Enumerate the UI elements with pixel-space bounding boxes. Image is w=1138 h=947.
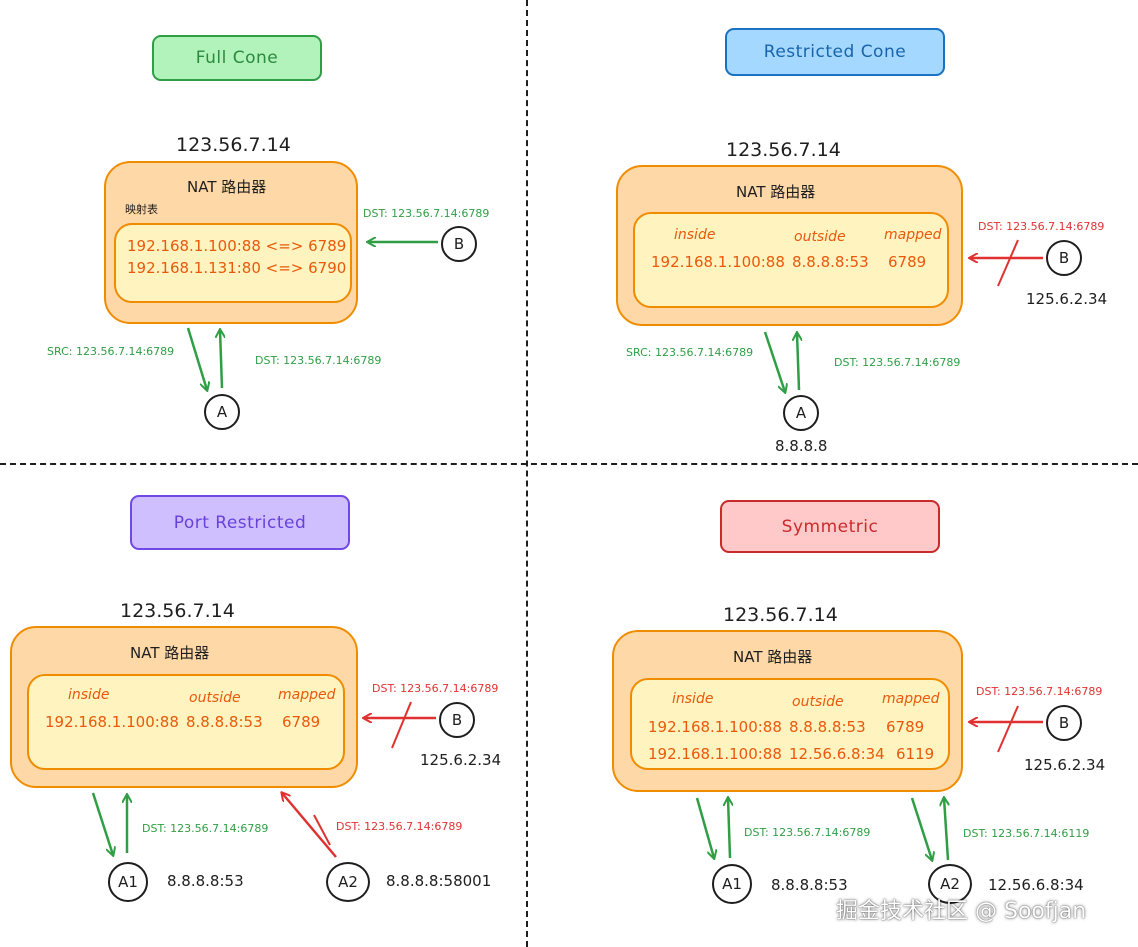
rc-a-src-label: SRC: 123.56.7.14:6789 bbox=[626, 346, 754, 359]
sy-row2-outside: 12.56.6.8:34 bbox=[789, 745, 885, 763]
pr-a1-ip: 8.8.8.8:53 bbox=[167, 872, 244, 890]
symmetric-title: Symmetric bbox=[720, 500, 940, 553]
fc-public-ip: 123.56.7.14 bbox=[176, 134, 291, 156]
pr-cell-outside: 8.8.8.8:53 bbox=[186, 713, 263, 731]
rc-head-mapped: mapped bbox=[884, 227, 942, 243]
rc-public-ip: 123.56.7.14 bbox=[726, 139, 841, 161]
restricted-cone-title: Restricted Cone bbox=[725, 28, 945, 76]
sy-node-a1: A1 bbox=[712, 864, 752, 904]
rc-mapping-table bbox=[633, 212, 949, 308]
rc-router-label: NAT 路由器 bbox=[736, 183, 816, 201]
pr-a2-to-nat-arrow bbox=[282, 793, 337, 858]
sy-row1-inside: 192.168.1.100:88 bbox=[648, 718, 782, 736]
pr-a2-dst-label: DST: 123.56.7.14:6789 bbox=[336, 820, 463, 833]
fc-nat-to-a-arrow bbox=[186, 327, 207, 390]
pr-b-dst-label: DST: 123.56.7.14:6789 bbox=[372, 682, 499, 695]
rc-head-outside: outside bbox=[794, 229, 846, 245]
horizontal-divider bbox=[0, 463, 1138, 465]
pr-b-ip: 125.6.2.34 bbox=[420, 751, 502, 769]
pr-node-a1: A1 bbox=[108, 862, 148, 902]
rc-cell-outside: 8.8.8.8:53 bbox=[792, 253, 869, 271]
full-cone-title: Full Cone bbox=[152, 35, 322, 81]
sy-a2-ip: 12.56.6.8:34 bbox=[988, 876, 1084, 894]
rc-a-to-nat-arrow bbox=[797, 333, 799, 391]
sy-head-mapped: mapped bbox=[882, 691, 940, 707]
fc-row-1: 192.168.1.100:88 <=> 6789 bbox=[127, 237, 347, 255]
rc-b-blocked-mark bbox=[997, 239, 1019, 287]
rc-nat-to-a-arrow bbox=[763, 331, 785, 392]
rc-b-dst-label: DST: 123.56.7.14:6789 bbox=[978, 220, 1105, 233]
fc-table-label: 映射表 bbox=[125, 203, 158, 216]
rc-node-a: A bbox=[783, 395, 819, 431]
fc-mapping-table bbox=[114, 223, 352, 303]
sy-a1-to-nat-arrow bbox=[728, 798, 730, 859]
pr-public-ip: 123.56.7.14 bbox=[120, 600, 235, 622]
sy-b-ip: 125.6.2.34 bbox=[1024, 756, 1106, 774]
sy-a2-dst-label: DST: 123.56.7.14:6119 bbox=[963, 827, 1090, 840]
rc-b-ip: 125.6.2.34 bbox=[1026, 290, 1108, 308]
fc-row-2: 192.168.1.131:80 <=> 6790 bbox=[127, 259, 347, 277]
pr-a1-dst-label: DST: 123.56.7.14:6789 bbox=[142, 822, 269, 835]
sy-b-blocked-mark bbox=[997, 705, 1019, 753]
sy-mapping-table bbox=[630, 678, 950, 770]
sy-row2-mapped: 6119 bbox=[896, 745, 935, 763]
sy-a2-to-nat-arrow bbox=[944, 798, 948, 861]
sy-node-a2: A2 bbox=[928, 864, 972, 904]
sy-router-label: NAT 路由器 bbox=[733, 648, 813, 666]
pr-head-outside: outside bbox=[189, 690, 241, 706]
sy-row1-mapped: 6789 bbox=[886, 718, 925, 736]
fc-node-a: A bbox=[204, 394, 240, 430]
rc-a-ip: 8.8.8.8 bbox=[775, 437, 828, 455]
rc-node-b: B bbox=[1046, 240, 1082, 276]
pr-cell-inside: 192.168.1.100:88 bbox=[45, 713, 179, 731]
pr-a2-blocked-mark bbox=[313, 814, 331, 846]
fc-a-src-label: SRC: 123.56.7.14:6789 bbox=[47, 345, 175, 358]
rc-cell-mapped: 6789 bbox=[888, 253, 927, 271]
fc-b-dst-label: DST: 123.56.7.14:6789 bbox=[363, 207, 490, 220]
pr-head-mapped: mapped bbox=[278, 687, 336, 703]
rc-head-inside: inside bbox=[674, 227, 716, 243]
sy-head-outside: outside bbox=[792, 694, 844, 710]
sy-a1-dst-label: DST: 123.56.7.14:6789 bbox=[744, 826, 871, 839]
fc-a-to-nat-arrow bbox=[220, 330, 222, 389]
pr-mapping-table bbox=[27, 674, 345, 770]
pr-cell-mapped: 6789 bbox=[282, 713, 321, 731]
sy-row1-outside: 8.8.8.8:53 bbox=[789, 718, 866, 736]
sy-node-b: B bbox=[1046, 705, 1082, 741]
fc-router-label: NAT 路由器 bbox=[187, 178, 267, 196]
sy-head-inside: inside bbox=[672, 691, 714, 707]
fc-a-dst-label: DST: 123.56.7.14:6789 bbox=[255, 354, 382, 367]
sy-nat-to-a2-arrow bbox=[910, 797, 932, 860]
sy-b-dst-label: DST: 123.56.7.14:6789 bbox=[976, 685, 1103, 698]
fc-node-b: B bbox=[441, 226, 477, 262]
rc-a-dst-label: DST: 123.56.7.14:6789 bbox=[834, 356, 961, 369]
pr-node-b: B bbox=[439, 702, 475, 738]
rc-cell-inside: 192.168.1.100:88 bbox=[651, 253, 785, 271]
vertical-divider bbox=[526, 0, 528, 947]
sy-row2-inside: 192.168.1.100:88 bbox=[648, 745, 782, 763]
sy-nat-to-a1-arrow bbox=[695, 797, 714, 858]
watermark-text: 掘金技术社区 @ Soofjan bbox=[836, 899, 1087, 924]
pr-nat-to-a1-arrow bbox=[91, 792, 113, 855]
port-restricted-title: Port Restricted bbox=[130, 495, 350, 550]
pr-a2-ip: 8.8.8.8:58001 bbox=[386, 872, 492, 890]
pr-router-label: NAT 路由器 bbox=[130, 644, 210, 662]
sy-public-ip: 123.56.7.14 bbox=[723, 604, 838, 626]
pr-head-inside: inside bbox=[68, 687, 110, 703]
sy-a1-ip: 8.8.8.8:53 bbox=[771, 876, 848, 894]
pr-node-a2: A2 bbox=[326, 862, 370, 902]
pr-b-blocked-mark bbox=[391, 701, 412, 749]
